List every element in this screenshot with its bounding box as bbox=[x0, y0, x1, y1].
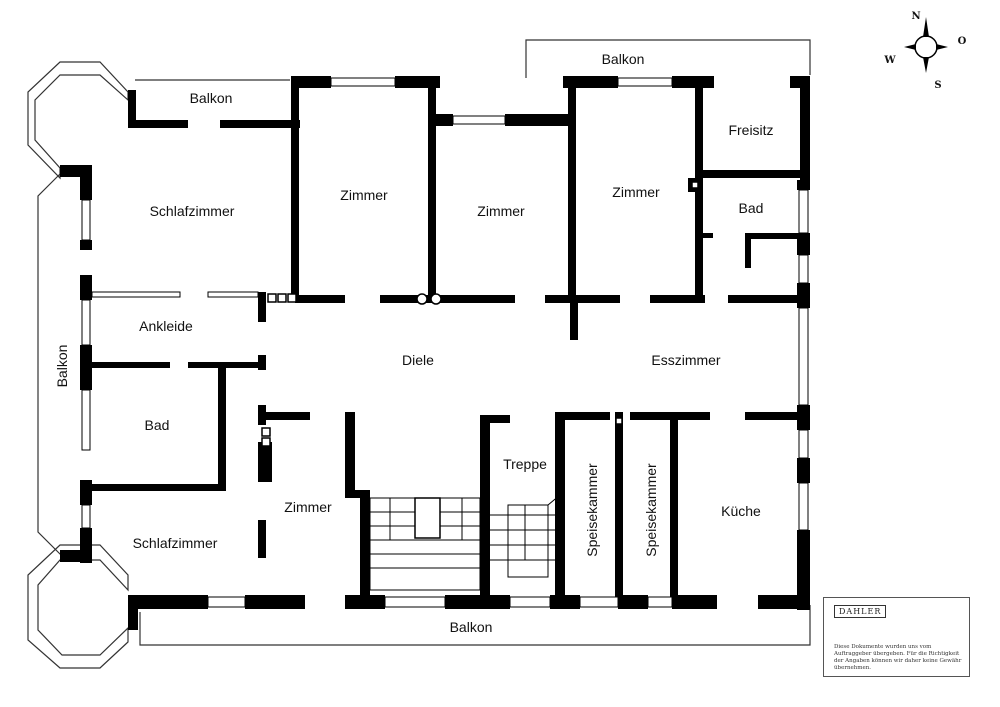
label-kueche: Küche bbox=[721, 503, 761, 519]
disclaimer-text: Diese Dokumente wurden uns vom Auftragge… bbox=[834, 644, 962, 671]
label-diele: Diele bbox=[402, 352, 434, 368]
label-zimmer-4: Zimmer bbox=[284, 499, 332, 515]
label-balkon-top-left: Balkon bbox=[190, 90, 233, 106]
label-speisekammer-1: Speisekammer bbox=[584, 463, 600, 557]
brand-logo: DAHLER bbox=[834, 605, 887, 618]
label-freisitz: Freisitz bbox=[728, 122, 773, 138]
compass-w: W bbox=[883, 55, 896, 66]
compass-o: O bbox=[958, 36, 967, 47]
staircase-right bbox=[490, 494, 561, 578]
walls bbox=[60, 76, 810, 630]
label-balkon-top-right: Balkon bbox=[602, 51, 645, 67]
label-schlafzimmer-1: Schlafzimmer bbox=[150, 203, 235, 219]
label-zimmer-3: Zimmer bbox=[612, 184, 660, 200]
label-speisekammer-2: Speisekammer bbox=[643, 463, 659, 557]
label-esszimmer: Esszimmer bbox=[651, 352, 721, 368]
openings bbox=[81, 77, 809, 608]
compass-icon: N O S W bbox=[883, 11, 966, 91]
label-zimmer-2: Zimmer bbox=[477, 203, 525, 219]
label-treppe: Treppe bbox=[503, 456, 547, 472]
chimney-squares bbox=[261, 181, 699, 447]
compass-n: N bbox=[911, 11, 920, 22]
balcony-outlines bbox=[27, 39, 811, 669]
label-bad-1: Bad bbox=[739, 200, 764, 216]
label-bad-2: Bad bbox=[145, 417, 170, 433]
label-balkon-left: Balkon bbox=[54, 345, 70, 388]
compass-s: S bbox=[934, 80, 941, 91]
staircase-left bbox=[369, 497, 481, 591]
info-box: DAHLER Diese Dokumente wurden uns vom Au… bbox=[823, 597, 970, 677]
label-schlafzimmer-2: Schlafzimmer bbox=[133, 535, 218, 551]
label-balkon-bottom: Balkon bbox=[450, 619, 493, 635]
label-ankleide: Ankleide bbox=[139, 318, 193, 334]
label-zimmer-1: Zimmer bbox=[340, 187, 388, 203]
